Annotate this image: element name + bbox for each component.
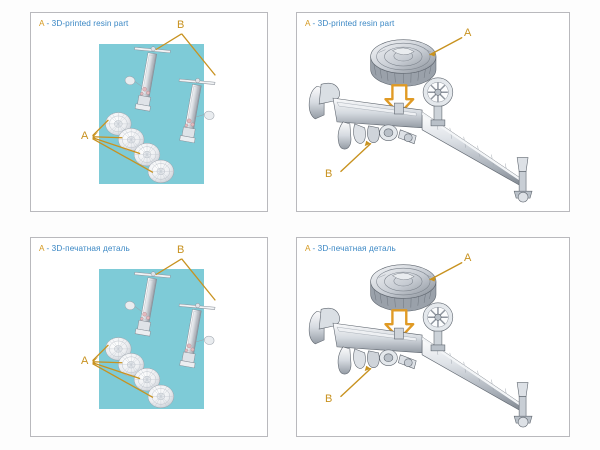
caption-text: - 3D-printed resin part xyxy=(46,19,129,28)
front-mount xyxy=(513,382,533,428)
pan-magazine-group xyxy=(105,337,174,409)
pistol-grip-group xyxy=(337,346,417,375)
pan-magazine-group xyxy=(105,112,174,184)
pan-magazine xyxy=(133,367,161,392)
pan-magazine-detached xyxy=(370,264,437,312)
caption-letter: A xyxy=(305,19,311,28)
callout-label-b: B xyxy=(177,244,185,256)
caption-text: - 3D-печатная деталь xyxy=(312,244,396,253)
pistol-grip-group xyxy=(337,121,417,150)
panel-caption: A - 3D-printed resin part xyxy=(305,19,394,28)
panel-caption: A - 3D-печатная деталь xyxy=(305,244,396,253)
callout-leader-lines xyxy=(340,37,463,173)
callout-label-a: A xyxy=(464,252,472,264)
callout-label-a: A xyxy=(81,130,89,142)
install-arrow-icon xyxy=(384,84,415,116)
gun-assembly xyxy=(124,271,171,337)
callout-label-a: A xyxy=(464,27,472,39)
assembly-illustration xyxy=(308,37,533,203)
caption-letter: A xyxy=(39,244,45,253)
callout-leader-lines xyxy=(340,262,463,398)
gun-assembly xyxy=(178,78,216,144)
callout-label-a: A xyxy=(81,355,89,367)
install-arrow-icon xyxy=(384,309,415,341)
panel-caption: A - 3D-печатная деталь xyxy=(39,244,130,253)
panel-top-left: A - 3D-printed resin part xyxy=(30,12,268,212)
panel-bottom-right: A - 3D-печатная деталь xyxy=(296,237,570,437)
callout-label-b: B xyxy=(325,168,333,180)
gun-assembly xyxy=(178,303,216,369)
handwheel xyxy=(422,77,454,127)
assembly-illustration xyxy=(308,262,533,428)
plate-parts-illustration xyxy=(92,258,216,409)
pan-magazine xyxy=(118,353,145,377)
pan-magazine xyxy=(133,142,161,167)
gun-assembly xyxy=(124,46,171,112)
pan-magazine xyxy=(118,128,145,152)
callout-leader-lines xyxy=(92,33,216,173)
caption-text: - 3D-printed resin part xyxy=(312,19,395,28)
plate-parts-illustration xyxy=(92,33,216,184)
callout-label-b: B xyxy=(177,19,185,31)
lewis-gun xyxy=(308,77,533,203)
callout-leader-lines xyxy=(92,258,216,398)
caption-text: - 3D-печатная деталь xyxy=(46,244,130,253)
lewis-gun xyxy=(308,302,533,428)
handwheel xyxy=(422,302,454,352)
panel-top-right: A - 3D-printed resin part xyxy=(296,12,570,212)
pan-magazine xyxy=(147,384,174,409)
panel-caption: A - 3D-printed resin part xyxy=(39,19,128,28)
caption-letter: A xyxy=(305,244,311,253)
pan-magazine-detached xyxy=(370,39,437,87)
front-mount xyxy=(513,157,533,203)
panel-bottom-left: A - 3D-печатная деталь xyxy=(30,237,268,437)
callout-label-b: B xyxy=(325,393,333,405)
caption-letter: A xyxy=(39,19,45,28)
